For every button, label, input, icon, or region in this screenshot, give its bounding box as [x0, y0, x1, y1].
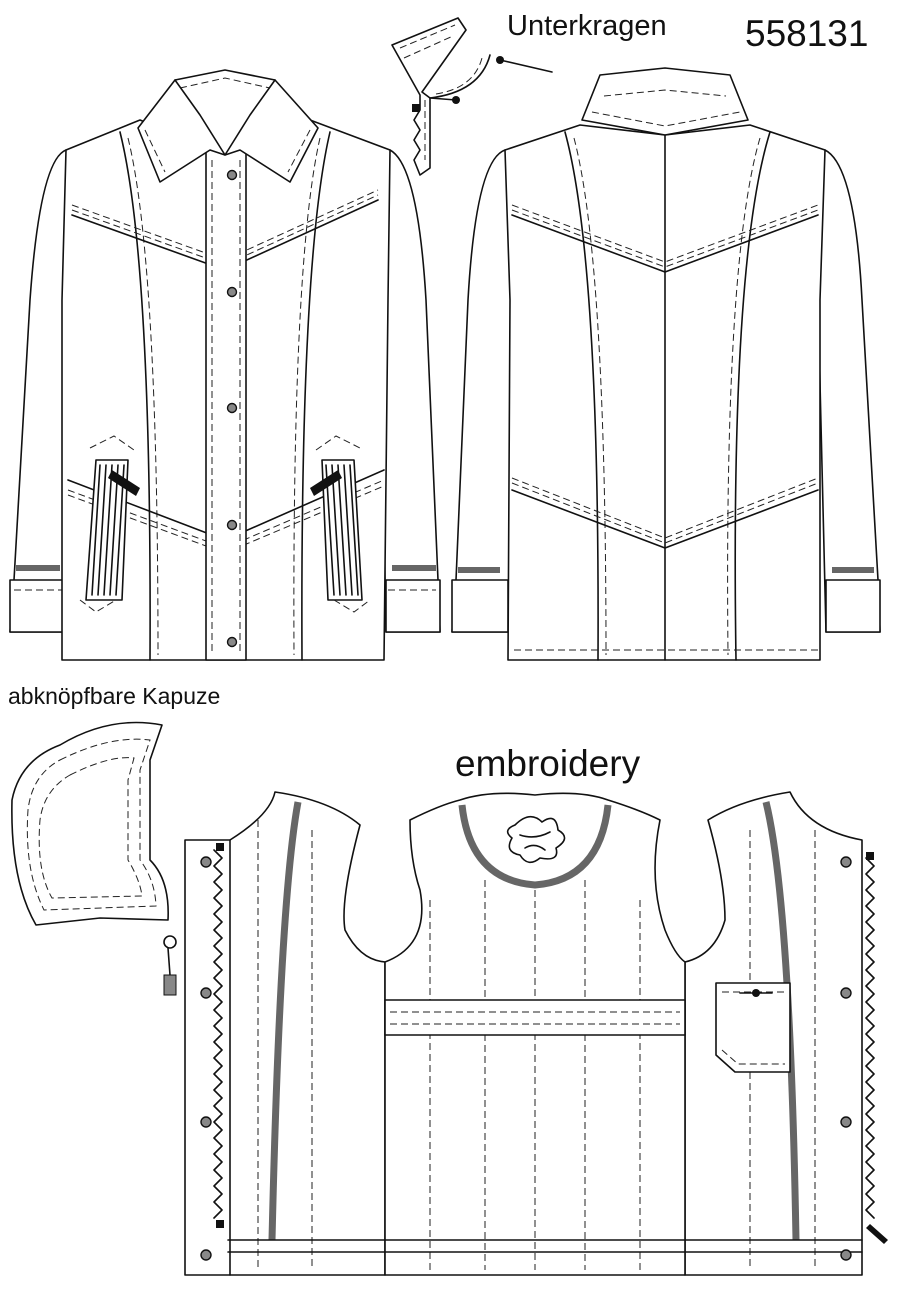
jacket-inside-view: [184, 791, 888, 1276]
inner-pocket: [715, 982, 791, 1073]
back-collar: [581, 67, 749, 136]
back-right-sleeve: [816, 149, 881, 633]
front-collar: [137, 69, 319, 183]
jacket-back-view: [451, 67, 881, 661]
undercollar-label: Unterkragen: [507, 10, 667, 42]
detachable-hood-label: abknöpfbare Kapuze: [8, 683, 221, 709]
pattern-number: 558131: [745, 13, 869, 54]
embroidery-motif: [506, 815, 566, 864]
front-right-zip-pocket: [310, 435, 371, 613]
front-left-zip-pocket: [79, 435, 140, 613]
embroidery-label: embroidery: [455, 743, 641, 784]
inside-left-front: [184, 791, 386, 1276]
jacket-front-view: [9, 69, 441, 661]
detachable-hood: [11, 721, 177, 996]
undercollar-detail: [391, 17, 553, 176]
